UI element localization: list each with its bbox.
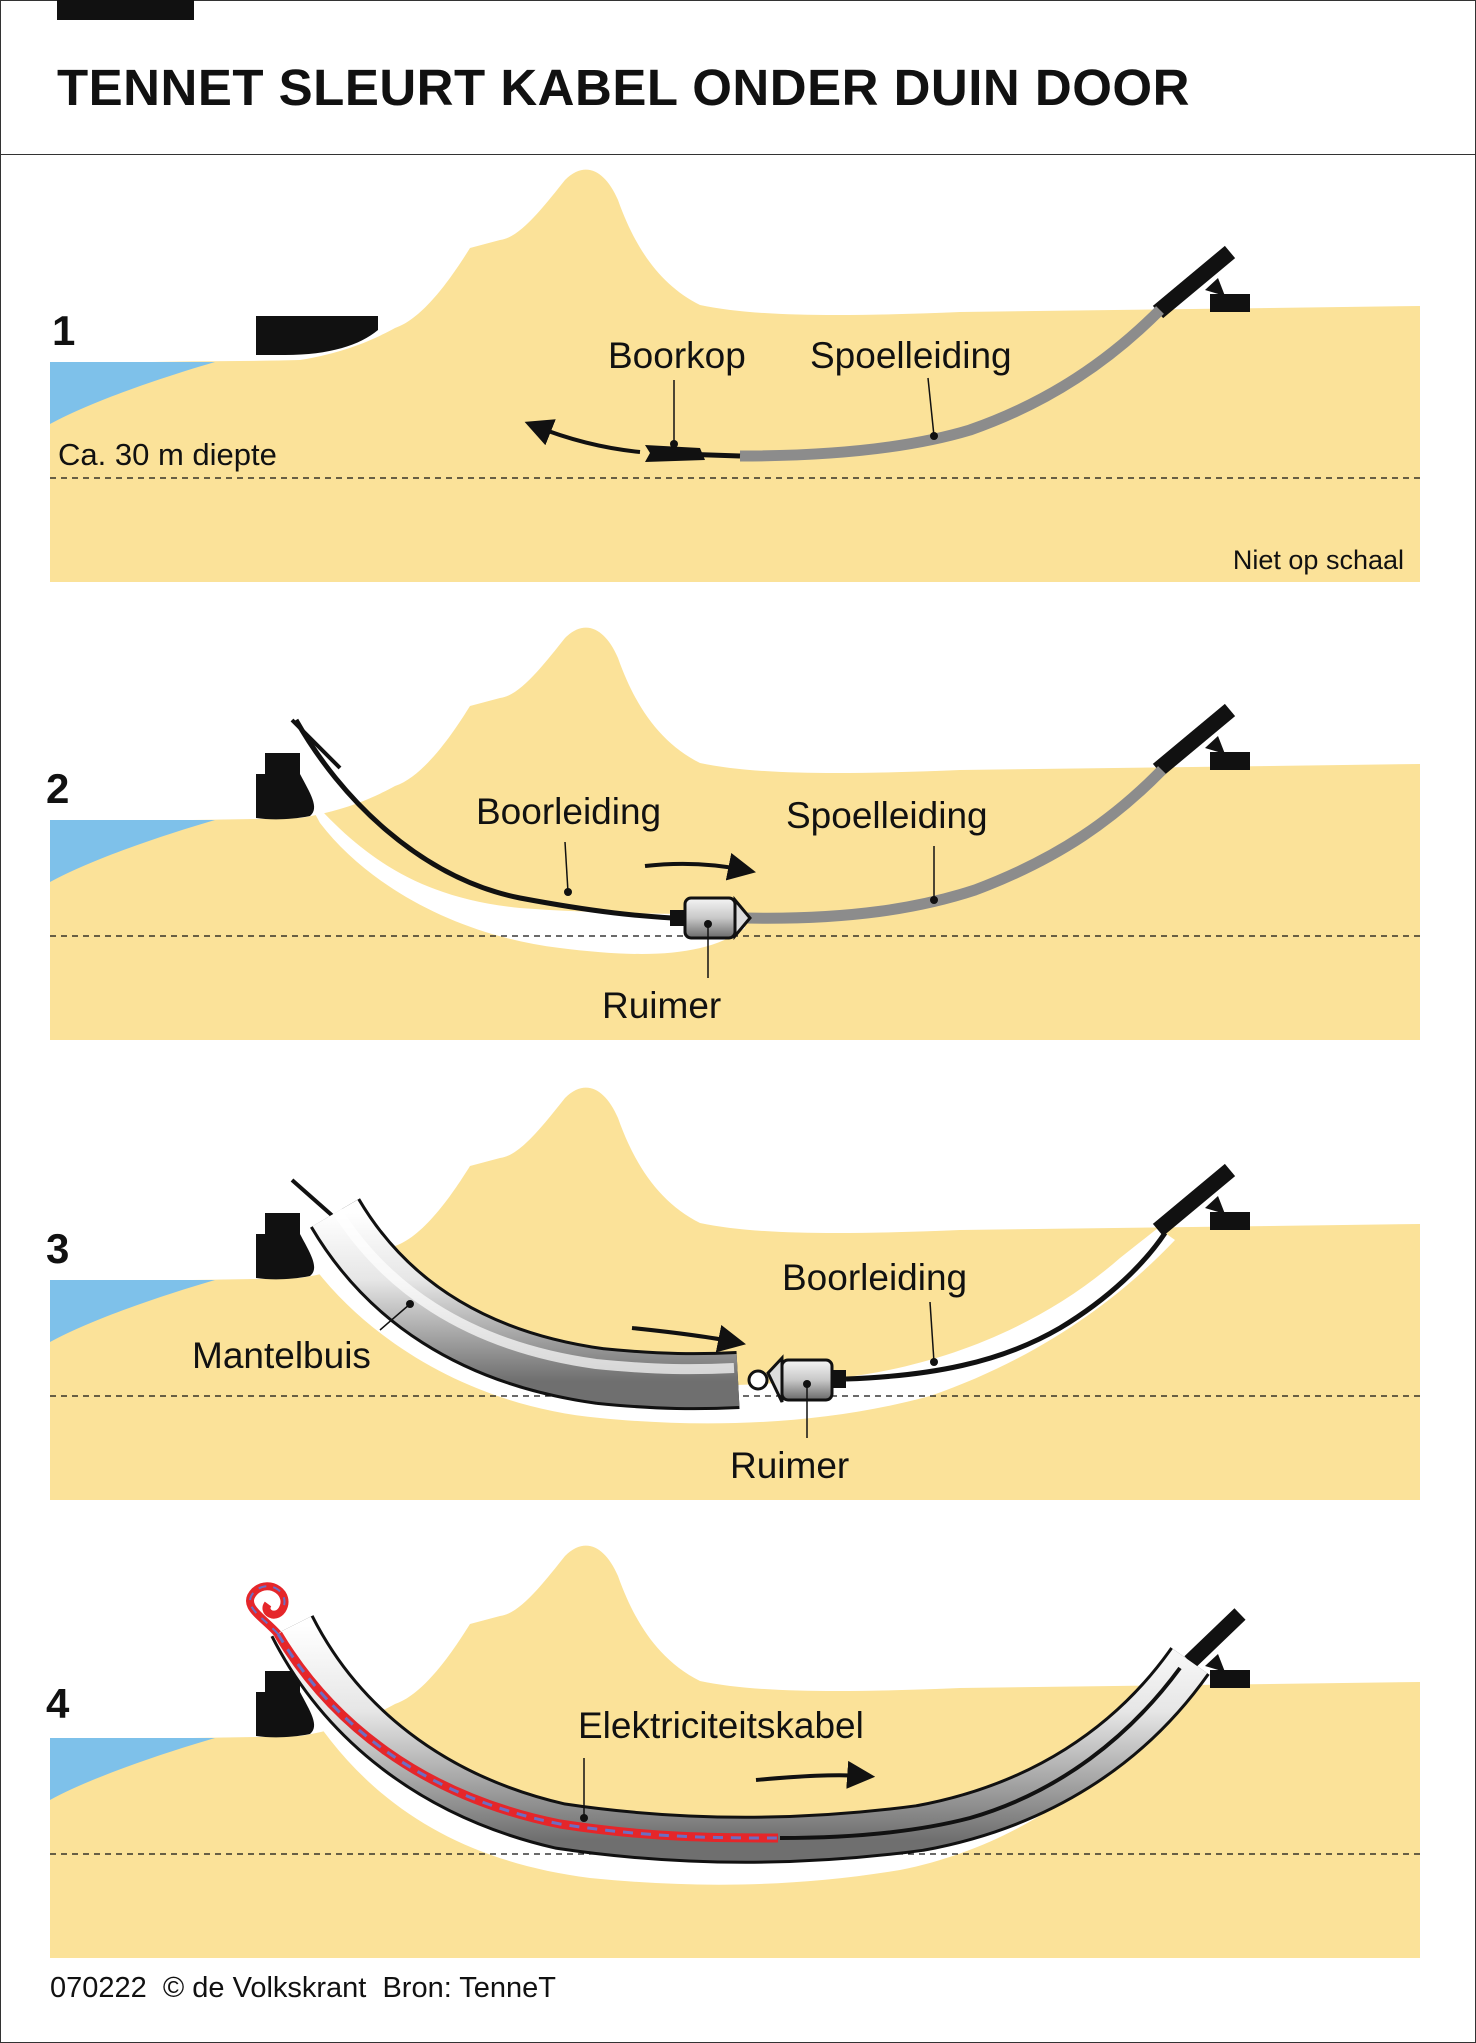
pull-wire <box>779 1666 1182 1840</box>
beach-machine <box>256 774 315 820</box>
label-diepte: Ca. 30 m diepte <box>58 437 277 472</box>
step-number: 2 <box>46 765 69 812</box>
direction-arrow <box>644 852 756 881</box>
water <box>50 1280 215 1342</box>
water <box>50 820 215 882</box>
direction-arrow <box>631 1324 746 1353</box>
panel-1: 1 Boorkop Spoelleiding Ca. 30 m diepte N… <box>50 169 1420 582</box>
beach-machine <box>256 1234 315 1280</box>
footer: 070222 © de Volkskrant Bron: TenneT <box>50 1972 564 2005</box>
leader-boorleiding <box>929 1301 935 1363</box>
panel-2: 2 Boorleiding Spoelleiding Ruimer <box>46 627 1420 1040</box>
page-title: TENNET SLEURT KABEL ONDER DUIN DOOR <box>57 59 1190 116</box>
mantelbuis-shine <box>326 1198 735 1375</box>
label-kabel: Elektriciteitskabel <box>578 1705 864 1746</box>
label-schaal: Niet op schaal <box>1233 545 1404 575</box>
ruimer <box>670 895 752 941</box>
beach-machine <box>256 1692 315 1738</box>
bore-channel <box>300 1218 1175 1424</box>
sand-ground <box>50 627 1420 1040</box>
sand-ground <box>50 1545 1420 1958</box>
drill-head <box>645 445 705 462</box>
water <box>50 1738 215 1800</box>
sand-ground <box>50 1087 1420 1500</box>
sand-ground <box>50 169 1420 582</box>
footer-credit: © de Volkskrant <box>162 1972 367 2004</box>
label-mantelbuis: Mantelbuis <box>192 1335 371 1376</box>
direction-arrow <box>524 419 641 454</box>
step-number: 4 <box>46 1680 70 1727</box>
mantelbuis <box>312 1199 740 1408</box>
leader-boorleiding <box>564 841 569 893</box>
label-boorleiding: Boorleiding <box>782 1257 967 1298</box>
rig-right <box>1184 1608 1250 1688</box>
boorleiding <box>293 718 673 921</box>
kabel-spool <box>246 1582 289 1637</box>
step-number: 3 <box>46 1225 69 1272</box>
label-boorkop: Boorkop <box>608 335 746 376</box>
panel-3: 3 Mantelbuis Boorleiding Ruimer <box>46 1087 1420 1500</box>
footer-source: Bron: TenneT <box>382 1972 557 2004</box>
spoelleiding <box>744 766 1166 924</box>
kabel-spool-stripe <box>249 1585 286 1635</box>
rig-right <box>1152 1163 1250 1237</box>
footer-code: 070222 <box>50 1972 147 2004</box>
label-spoelleiding: Spoelleiding <box>810 335 1012 376</box>
rig-right <box>1152 245 1250 319</box>
boorleiding <box>845 1231 1168 1382</box>
label-ruimer: Ruimer <box>602 985 721 1026</box>
label-boorleiding: Boorleiding <box>476 791 661 832</box>
direction-arrow <box>755 1760 876 1789</box>
leader-mantelbuis <box>379 1303 411 1331</box>
water <box>50 362 215 424</box>
spoelleiding <box>739 306 1164 462</box>
rig-right <box>1152 703 1250 777</box>
brand-bar <box>57 0 194 20</box>
leader-spoelleiding <box>927 377 935 437</box>
ruimer <box>766 1354 846 1403</box>
step-number: 1 <box>52 307 75 354</box>
elektriciteitskabel <box>274 1631 779 1843</box>
panel-4: 4 Elektriciteitskabel <box>46 1545 1420 1958</box>
label-spoelleiding: Spoelleiding <box>786 795 988 836</box>
beach-machine <box>256 316 378 355</box>
swivel <box>747 1369 769 1391</box>
label-ruimer: Ruimer <box>730 1445 849 1486</box>
header-divider <box>0 154 1476 155</box>
